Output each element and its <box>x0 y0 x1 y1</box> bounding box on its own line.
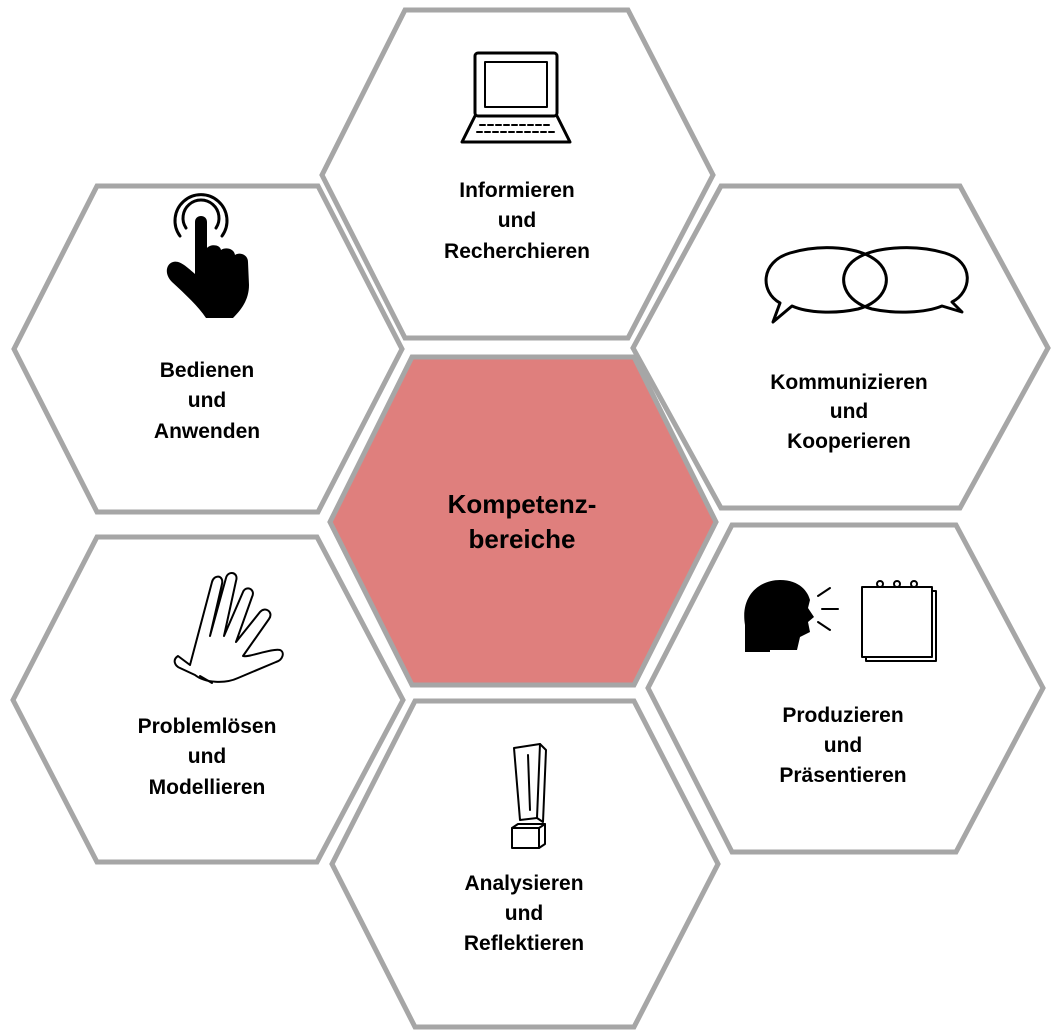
center-title-line2: bereiche <box>469 524 576 554</box>
label-bedienen-2: und <box>188 389 226 412</box>
label-produzieren-2: und <box>824 734 862 757</box>
hex-center: Kompetenz- bereiche <box>327 354 719 688</box>
label-bedienen-3: Anwenden <box>154 420 260 443</box>
label-kommunizieren-3: Kooperieren <box>787 430 911 453</box>
label-kommunizieren-2: und <box>830 400 868 423</box>
open-hand-icon <box>173 572 284 684</box>
label-problemloesen-3: Modellieren <box>149 776 266 799</box>
label-analysieren-3: Reflektieren <box>464 932 584 955</box>
hex-informieren: Informieren und Recherchieren <box>319 7 716 341</box>
hex-problemloesen: Problemlösen und Modellieren <box>10 534 406 865</box>
hex-bedienen: Bedienen und Anwenden <box>11 183 405 515</box>
hex-analysieren: Analysieren und Reflektieren <box>329 698 721 1030</box>
label-informieren-1: Informieren <box>459 179 575 202</box>
label-bedienen-1: Bedienen <box>160 359 255 382</box>
center-title-line1: Kompetenz- <box>448 489 597 519</box>
label-produzieren-1: Produzieren <box>782 704 903 727</box>
exclamation-icon <box>511 743 547 849</box>
pointing-hand-icon <box>166 193 249 318</box>
label-analysieren-1: Analysieren <box>464 872 583 895</box>
label-analysieren-2: und <box>505 902 543 925</box>
hex-kommunizieren: Kommunizieren und Kooperieren <box>630 183 1051 511</box>
label-informieren-2: und <box>498 209 536 232</box>
label-informieren-3: Recherchieren <box>444 240 590 263</box>
label-produzieren-3: Präsentieren <box>779 764 906 787</box>
label-kommunizieren-1: Kommunizieren <box>770 371 928 394</box>
speaker-notepad-icon <box>744 580 937 662</box>
label-problemloesen-2: und <box>188 745 226 768</box>
speech-bubbles-icon <box>764 246 969 324</box>
laptop-icon <box>460 51 572 144</box>
hex-produzieren: Produzieren und Präsentieren <box>645 522 1046 855</box>
label-problemloesen-1: Problemlösen <box>138 715 277 738</box>
